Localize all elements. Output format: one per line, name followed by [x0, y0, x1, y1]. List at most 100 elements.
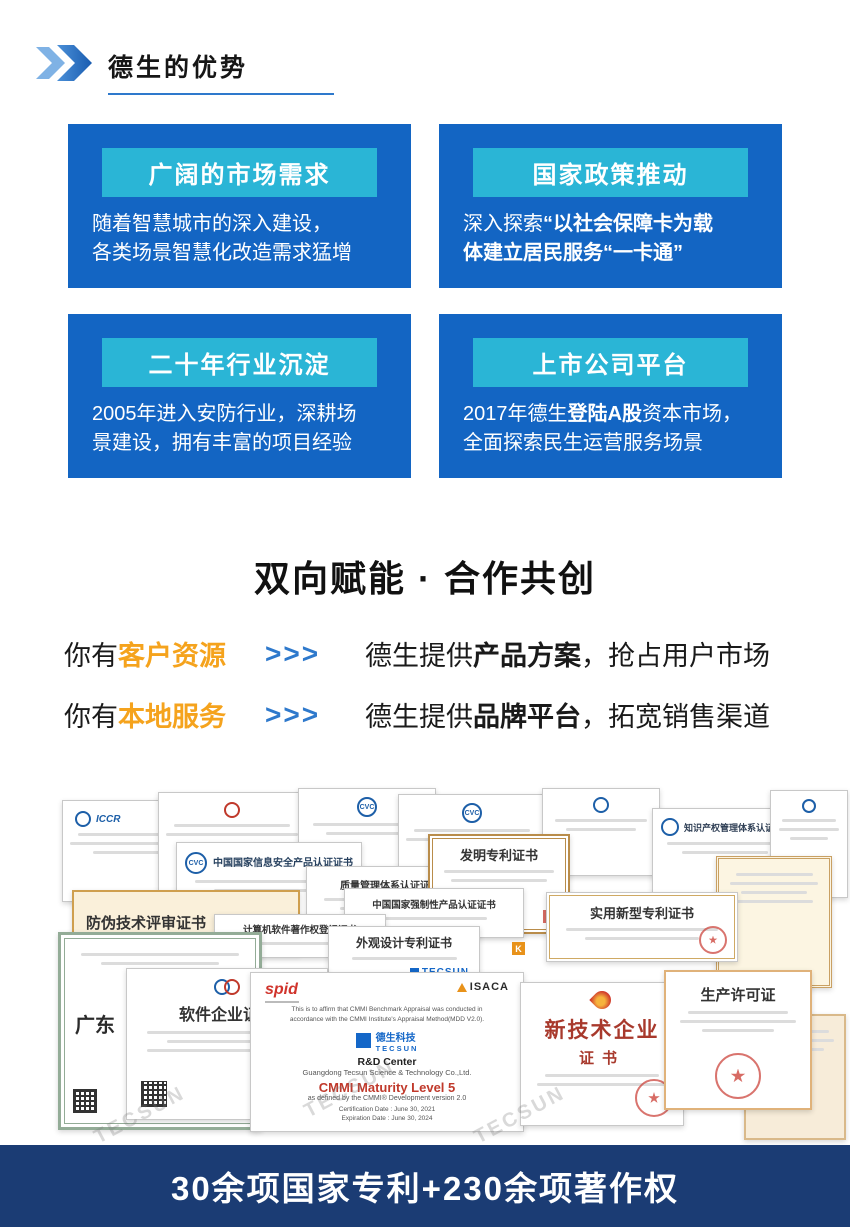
text-line	[147, 1049, 307, 1052]
text-line	[735, 900, 813, 903]
red-seal	[699, 926, 727, 954]
cvc-logo: CVC	[185, 852, 207, 874]
title-underline	[108, 93, 334, 95]
cvc-text: CVC	[359, 803, 375, 811]
text-line	[265, 1001, 299, 1003]
cert-partial-text: 广东	[75, 1015, 115, 1037]
cert-title: 外观设计专利证书	[355, 936, 452, 950]
prefix-text: 你有	[64, 641, 118, 671]
card-text: 2017年德生	[463, 403, 568, 425]
cmmi-affirmation: This is to affirm that CMMI Benchmark Ap…	[251, 1005, 523, 1025]
card-text: 随着智慧城市的深入建设，	[92, 213, 332, 235]
text-line	[702, 1029, 774, 1032]
cert-title: 防伪技术评审证书	[86, 915, 207, 932]
card-title: 国家政策推动	[532, 162, 689, 189]
cert-title-row: CVC 中国国家信息安全产品认证证书	[185, 852, 353, 874]
highlight-text: 客户资源	[118, 641, 226, 671]
cmmi-level: CMMI Maturity Level 5	[318, 1079, 456, 1095]
text-line	[730, 882, 818, 885]
spid-logo: spid	[265, 981, 299, 1003]
text-line	[585, 937, 699, 940]
text-line	[667, 842, 783, 845]
triple-arrow: >>>	[265, 698, 321, 730]
text-line	[100, 962, 220, 965]
chevron-dark	[57, 45, 92, 81]
text-line	[790, 837, 828, 840]
text-line	[741, 891, 807, 894]
isaca-triangle-icon	[456, 982, 467, 992]
cert-title: 知识产权管理体系认证	[684, 822, 775, 833]
text-line	[70, 842, 204, 845]
cmmi-exp-date: Expiration Date : June 30, 2024	[341, 1115, 433, 1123]
cmmi-defined: as defined by the CMMI® Development vers…	[307, 1094, 467, 1102]
tecsun-logo: 德生科技 TECSUN	[251, 1029, 523, 1053]
footer-banner-text: 30余项国家专利+230余项著作权	[170, 1170, 680, 1207]
star-icon	[730, 1068, 746, 1083]
qr-code	[141, 1081, 167, 1107]
cmmi-header: spid ISACA	[251, 973, 523, 1003]
cvc-text: CVC	[188, 859, 204, 867]
emblem-icon	[593, 797, 609, 813]
text-line	[166, 833, 298, 836]
k-logo: K	[512, 942, 525, 955]
card-badge: 广阔的市场需求	[102, 148, 377, 197]
red-emblem-icon	[224, 802, 240, 818]
synergy-title: 双向赋能 · 合作共创	[254, 558, 596, 599]
card-text: 景建设，拥有丰富的项目经验	[92, 432, 352, 454]
cvc-logo: CVC	[357, 797, 377, 817]
text-line	[240, 942, 360, 945]
card-listed-company: 上市公司平台 2017年德生登陆A股资本市场，全面探索民生运营服务场景	[439, 314, 782, 478]
text-line	[450, 879, 548, 882]
cert-emblem-row	[127, 979, 327, 995]
double-chevron-icon	[36, 45, 92, 81]
suffix-text: ，拓宽销售渠道	[581, 702, 770, 732]
text-line	[782, 819, 836, 822]
text-line	[778, 828, 840, 831]
text-line	[566, 828, 636, 831]
suffix-text: ，抢占用户市场	[581, 641, 770, 671]
provides-text: 德生提供产品方案，抢占用户市场	[365, 634, 770, 673]
highlight-text: 本地服务	[118, 702, 226, 732]
text-line	[681, 851, 769, 854]
certificate-production-license: 生产许可证	[664, 970, 812, 1110]
card-title: 上市公司平台	[532, 352, 689, 379]
card-badge: 国家政策推动	[473, 148, 748, 197]
text-line	[351, 957, 457, 960]
cvc-logo: CVC	[462, 803, 482, 823]
emblem-icon	[802, 799, 816, 813]
cert-title-row: 知识产权管理体系认证	[661, 818, 789, 836]
cvc-text: CVC	[464, 809, 480, 817]
you-have-label: 你有客户资源	[64, 634, 265, 673]
card-text-bold: 体建立居民服务“一卡通”	[463, 242, 683, 264]
mid-text: 德生提供	[365, 702, 473, 732]
cert-title: 生产许可证	[700, 988, 776, 1004]
tecsun-en-text: TECSUN	[375, 1043, 419, 1053]
card-text-bold: “以社会保障卡为载	[543, 213, 713, 235]
card-badge: 二十年行业沉淀	[102, 338, 377, 387]
card-market-demand: 广阔的市场需求 随着智慧城市的深入建设， 各类场景智慧化改造需求猛增	[68, 124, 411, 288]
cert-title: 计算机软件著作权登记证书	[242, 925, 357, 936]
text-line	[326, 832, 408, 835]
text-line	[680, 1020, 796, 1023]
cert-subtitle: 证书	[578, 1051, 625, 1067]
text-line	[380, 917, 488, 920]
card-badge: 上市公司平台	[473, 338, 748, 387]
cert-title: 中国国家强制性产品认证证书	[372, 900, 496, 911]
cmmi-company: Guangdong Tecsun Science & Technology Co…	[302, 1067, 472, 1077]
text-line	[413, 829, 531, 832]
certificate-utility-patent: 实用新型专利证书	[546, 892, 738, 962]
emblem-icon	[661, 818, 679, 836]
flame-icon	[589, 987, 615, 1013]
text-line	[566, 928, 718, 931]
cert-title: 新技术企业	[544, 1018, 660, 1042]
card-text: 各类场景智慧化改造需求猛增	[92, 242, 352, 264]
triple-arrow: >>>	[265, 637, 321, 669]
spid-logo-text: spid	[265, 981, 298, 998]
card-text-bold: 登陆A股	[567, 403, 642, 425]
provides-text: 德生提供品牌平台，拓宽销售渠道	[365, 695, 770, 734]
cmmi-text: This is to affirm that CMMI Benchmark Ap…	[291, 1006, 483, 1013]
cmmi-text: accordance with the CMMI Institute's App…	[289, 1015, 485, 1023]
prefix-text: 你有	[64, 702, 118, 732]
certificates-collage: ICCR CVC CVC 知识产权管理体系认证	[0, 786, 850, 1148]
card-body: 随着智慧城市的深入建设， 各类场景智慧化改造需求猛增	[68, 210, 411, 268]
